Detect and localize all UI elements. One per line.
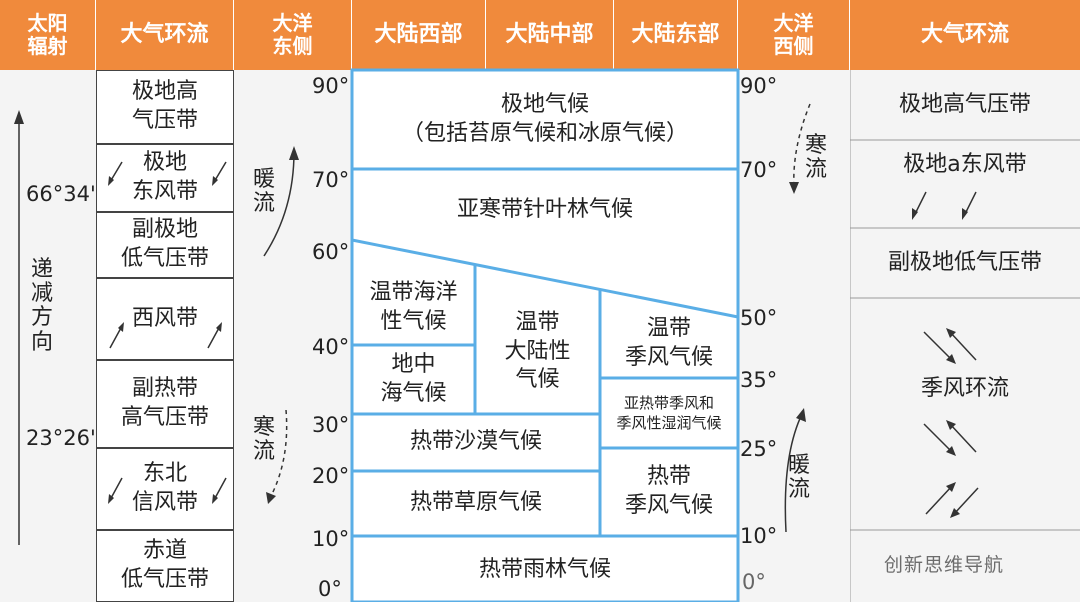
belt-ne-trades: 东北 信风带 — [96, 448, 234, 530]
belt-polar-high: 极地高 气压带 — [96, 70, 234, 144]
header-ocean-west: 大洋 西侧 — [738, 0, 850, 70]
belt-subtropical-high: 副热带 高气压带 — [96, 360, 234, 448]
right-lat-35: 35° — [740, 368, 778, 392]
left-lat-40: 40° — [312, 335, 350, 359]
cold-current-west-label: 寒 流 — [804, 133, 827, 183]
subtropical-monsoon-climate: 亚热带季风和 季风性湿润气候 — [616, 393, 722, 432]
solar-zone — [0, 70, 96, 602]
header-solar-radiation: 太阳 辐射 — [0, 0, 96, 70]
right-polar-high: 极地高气压带 — [898, 91, 1031, 117]
header-continent-east: 大陆东部 — [614, 0, 738, 70]
temperate-maritime-climate: 温带海洋 性气候 — [369, 280, 458, 334]
latitude-23-label: 23°26' — [26, 426, 96, 450]
latitude-66-label: 66°34' — [26, 182, 96, 206]
solar-direction-arrow — [14, 110, 24, 545]
right-lat-10: 10° — [740, 524, 778, 548]
right-polar-east-winds: 极地a东风带 — [903, 151, 1027, 177]
right-lat-50: 50° — [740, 306, 778, 330]
belt-polar-easterlies: 极地 东风带 — [96, 144, 234, 212]
temperate-monsoon-climate: 温带 季风气候 — [624, 316, 713, 370]
right-lat-25: 25° — [740, 437, 778, 461]
left-lat-20: 20° — [312, 464, 350, 488]
temperate-continental-climate: 温带 大陆性 气候 — [504, 310, 571, 393]
header-ocean-east: 大洋 东侧 — [234, 0, 352, 70]
header-continent-central: 大陆中部 — [486, 0, 614, 70]
right-subpolar-low: 副极地低气压带 — [887, 249, 1042, 275]
left-lat-70: 70° — [312, 168, 350, 192]
cold-current-east-label: 寒 流 — [252, 415, 275, 465]
ocean-west-zone — [738, 70, 850, 602]
tropical-monsoon-climate: 热带 季风气候 — [624, 464, 713, 518]
polar-climate: 极地气候 （包括苔原气候和冰原气候） — [401, 92, 688, 146]
warm-current-east-label: 暖 流 — [252, 167, 275, 217]
wind-arrows-left — [108, 161, 227, 504]
watermark-text: 创新思维导航 — [884, 554, 1005, 576]
right-zone — [850, 70, 1080, 602]
right-lat-0: 0° — [742, 570, 766, 594]
right-lat-90: 90° — [740, 74, 778, 98]
ocean-current-arrows-west — [784, 103, 811, 533]
header-continent-west: 大陆西部 — [352, 0, 486, 70]
right-lat-70: 70° — [740, 158, 778, 182]
mediterranean-climate: 地中 海气候 — [380, 351, 447, 406]
ocean-current-arrows-east — [263, 146, 299, 504]
right-circulation-grid — [850, 70, 1080, 602]
left-lat-90: 90° — [312, 74, 350, 98]
left-lat-60: 60° — [312, 240, 350, 264]
header-circulation-left: 大气环流 — [96, 0, 234, 70]
tropical-rainforest-climate: 热带雨林气候 — [478, 556, 611, 582]
belt-westerlies: 西风带 — [96, 278, 234, 360]
tropical-desert-climate: 热带沙漠气候 — [409, 429, 542, 455]
decrease-direction-text: 递 减 方 向 — [30, 257, 53, 355]
warm-current-west-label: 暖 流 — [787, 453, 810, 503]
belt-subpolar-low: 副极地 低气压带 — [96, 212, 234, 278]
left-lat-30: 30° — [312, 413, 350, 437]
left-lat-10: 10° — [312, 527, 350, 551]
right-monsoon-circulation: 季风环流 — [920, 375, 1009, 401]
subarctic-forest-climate: 亚寒带针叶林气候 — [456, 196, 633, 222]
left-lat-0: 0° — [318, 577, 342, 601]
tropical-savanna-climate: 热带草原气候 — [409, 490, 542, 516]
header-circulation-right: 大气环流 — [850, 0, 1080, 70]
